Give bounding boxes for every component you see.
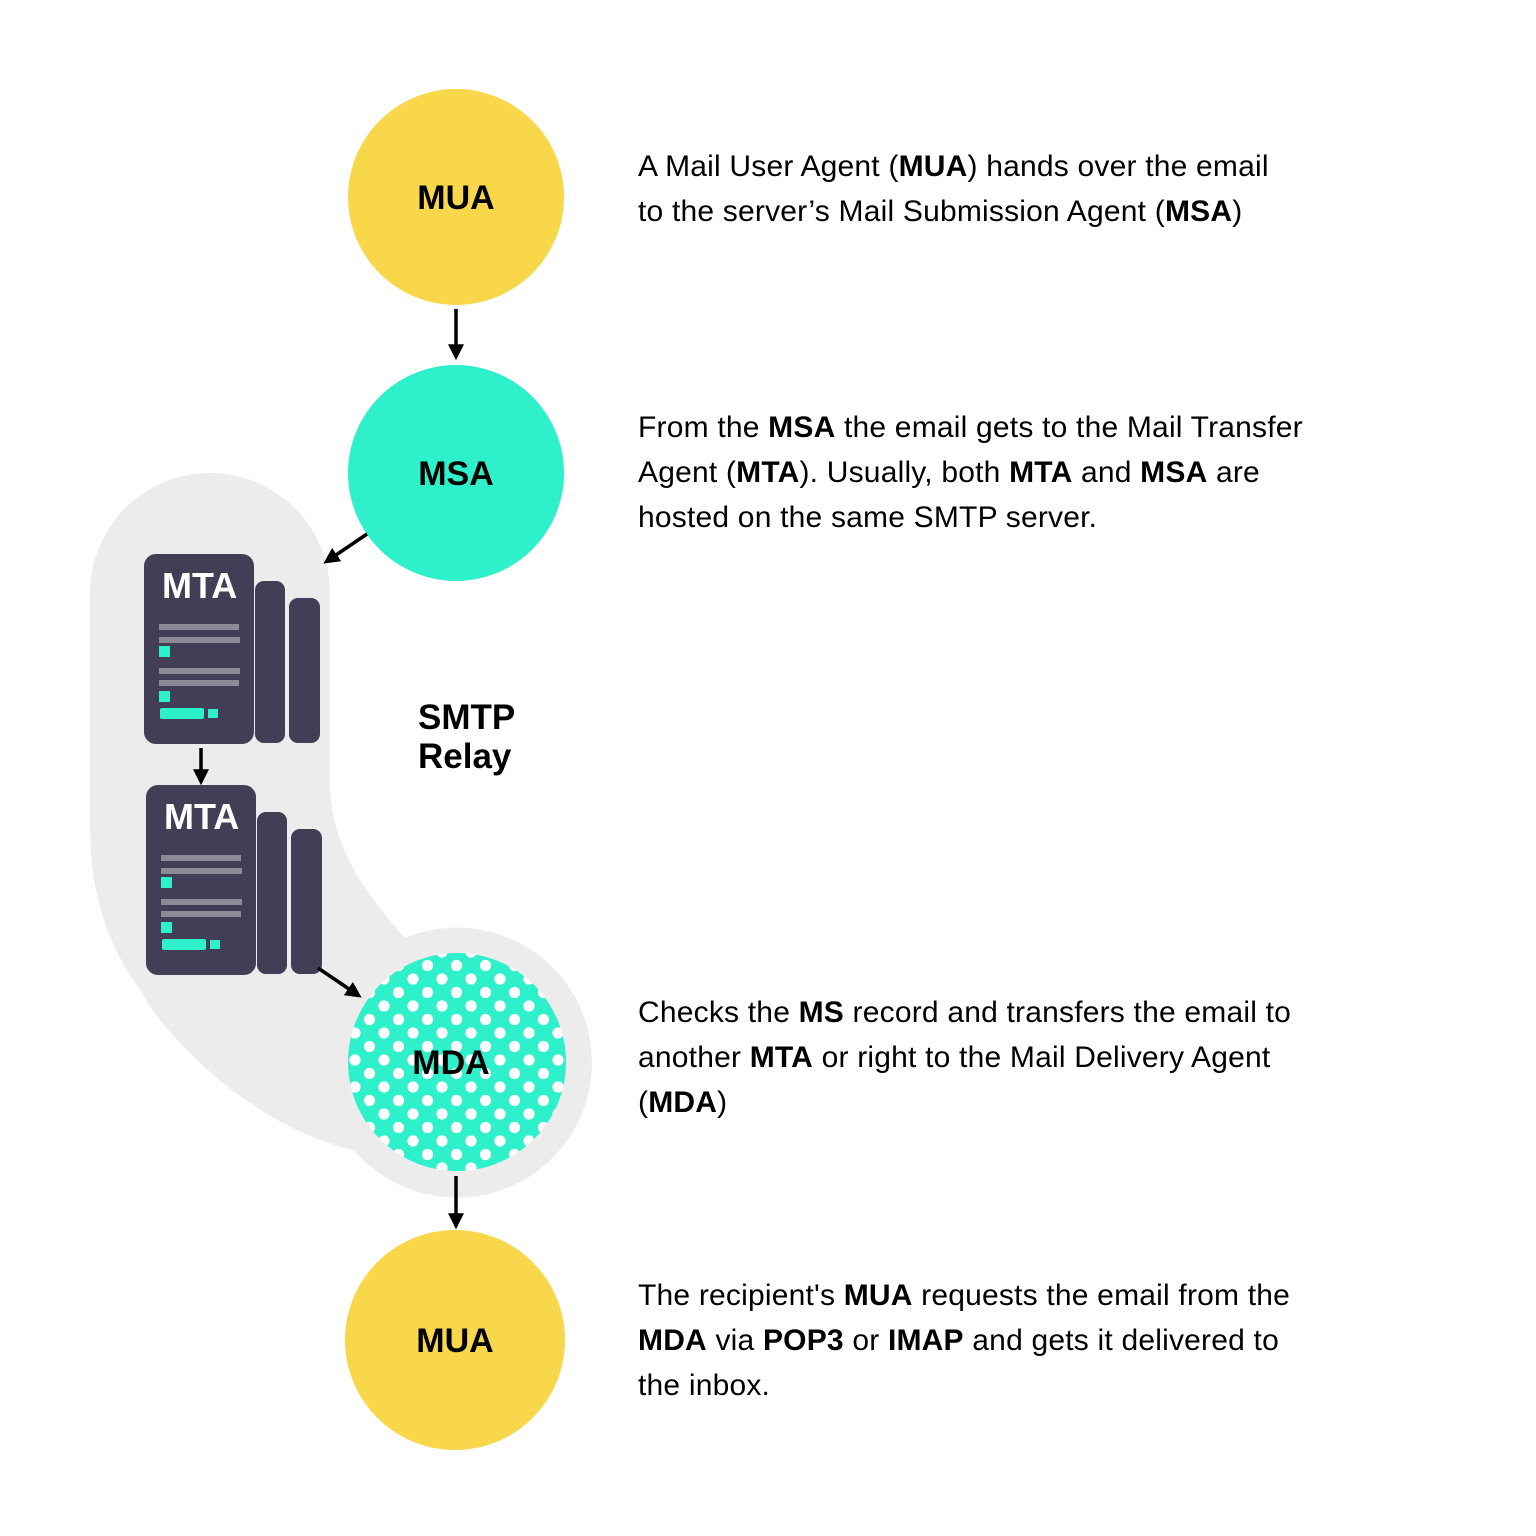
node-mta1-label: MTA: [162, 565, 237, 606]
annotation-mta-to-mda: Checks the MS record and transfers the e…: [638, 996, 1292, 1119]
smtp-relay-label-line2: Relay: [418, 737, 512, 776]
node-mda-circle: [348, 953, 566, 1171]
node-mua-sender-label: MUA: [417, 179, 494, 217]
node-msa-circle: [348, 365, 564, 581]
annotation-mua-to-msa: A Mail User Agent (MUA) hands over the e…: [638, 150, 1269, 228]
node-mua-recipient-circle: [345, 1230, 565, 1450]
node-mua-recipient-label: MUA: [416, 1322, 493, 1360]
arrow-msa-to-mta1: [323, 532, 368, 564]
arrow-mta2-to-mda: [317, 966, 362, 998]
node-mta2-label: MTA: [164, 796, 239, 837]
node-mda-label: MDA: [412, 1044, 489, 1082]
annotation-mda-to-mua: The recipient's MUA requests the email f…: [638, 1279, 1291, 1402]
annotation-msa-to-mta: From the MSA the email gets to the Mail …: [638, 411, 1303, 534]
node-mua-sender-circle: [348, 89, 564, 305]
node-msa-label: MSA: [418, 455, 494, 493]
smtp-relay-label-line1: SMTP: [418, 698, 515, 737]
